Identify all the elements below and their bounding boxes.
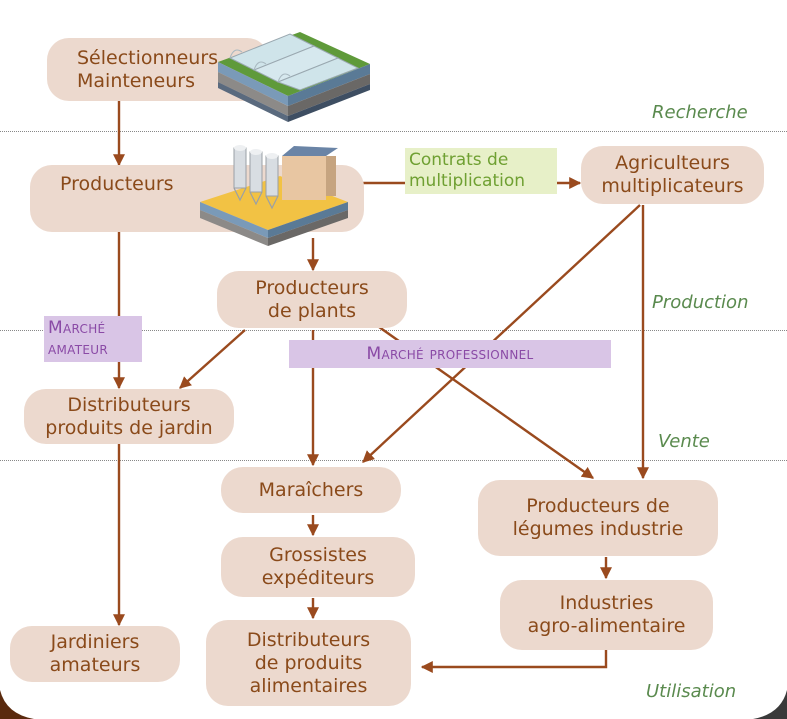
node-line: Industries bbox=[559, 592, 654, 614]
node-grossistes-expediteurs: Grossistes expéditeurs bbox=[221, 537, 415, 597]
node-line: de plants bbox=[267, 299, 357, 322]
zone-label-recherche: Recherche bbox=[652, 102, 748, 123]
node-line: Producteurs bbox=[60, 173, 174, 195]
arrow-industries-to-distributeurs-alimentaires bbox=[420, 650, 608, 673]
tag-line: multiplication bbox=[409, 171, 526, 191]
zone-divider-recherche-production bbox=[0, 131, 787, 132]
node-distributeurs-produits-de-jardin: Distributeurs produits de jardin bbox=[24, 389, 234, 444]
zone-label-production: Production bbox=[652, 292, 749, 313]
node-line: Maraîchers bbox=[258, 478, 364, 501]
node-line: Distributeurs bbox=[67, 393, 191, 416]
tag-line: Contrats de bbox=[409, 150, 509, 170]
node-line: expéditeurs bbox=[261, 567, 375, 589]
node-line: agro-alimentaire bbox=[527, 615, 686, 637]
node-distributeurs-de-produits-alimentaires: Distributeurs de produits alimentaires bbox=[206, 620, 411, 706]
zone-label-utilisation: Utilisation bbox=[646, 681, 737, 702]
zone-label-vente: Vente bbox=[658, 431, 710, 452]
tag-line: Marché bbox=[48, 318, 106, 338]
node-line: Mainteneurs bbox=[77, 69, 195, 92]
node-line: de produits bbox=[254, 651, 363, 674]
node-line: Grossistes bbox=[269, 544, 367, 566]
node-jardiniers-amateurs: Jardiniers amateurs bbox=[10, 626, 180, 682]
arrow-agriculteurs-to-maraichers bbox=[362, 204, 641, 463]
node-line: Sélectionneurs bbox=[77, 46, 219, 69]
node-line: Distributeurs bbox=[246, 628, 371, 651]
arrow-plants-to-distributeurs-jardin bbox=[179, 329, 246, 389]
node-line: alimentaires bbox=[249, 674, 368, 697]
tag-line: Marché professionnel bbox=[366, 344, 534, 364]
node-line: Producteurs bbox=[255, 276, 369, 299]
zone-divider-production-vente bbox=[0, 330, 787, 331]
tag-line: amateur bbox=[48, 339, 108, 359]
node-industries-agro-alimentaire: Industries agro-alimentaire bbox=[500, 580, 713, 650]
node-line: légumes industrie bbox=[512, 518, 684, 540]
node-line: produits de jardin bbox=[45, 416, 213, 439]
seed-factory-icon bbox=[200, 145, 348, 246]
node-line: amateurs bbox=[49, 654, 141, 676]
greenhouse-icon bbox=[218, 32, 370, 122]
node-agriculteurs-multiplicateurs: Agriculteurs multiplicateurs bbox=[581, 146, 764, 204]
tag-contrats-de-multiplication: Contrats de multiplication bbox=[405, 148, 557, 194]
node-line: Jardiniers bbox=[50, 631, 140, 653]
tag-marche-professionnel: Marché professionnel bbox=[289, 340, 611, 368]
tag-marche-amateur: Marché amateur bbox=[44, 316, 142, 362]
node-producteurs-de-plants: Producteurs de plants bbox=[217, 271, 407, 328]
node-line: Agriculteurs bbox=[615, 152, 730, 174]
node-maraichers: Maraîchers bbox=[221, 467, 401, 513]
zone-divider-vente-utilisation bbox=[0, 460, 787, 461]
node-line: Producteurs de bbox=[526, 495, 670, 517]
node-producteurs-de-legumes-industrie: Producteurs de légumes industrie bbox=[478, 480, 718, 556]
node-line: multiplicateurs bbox=[601, 175, 744, 197]
